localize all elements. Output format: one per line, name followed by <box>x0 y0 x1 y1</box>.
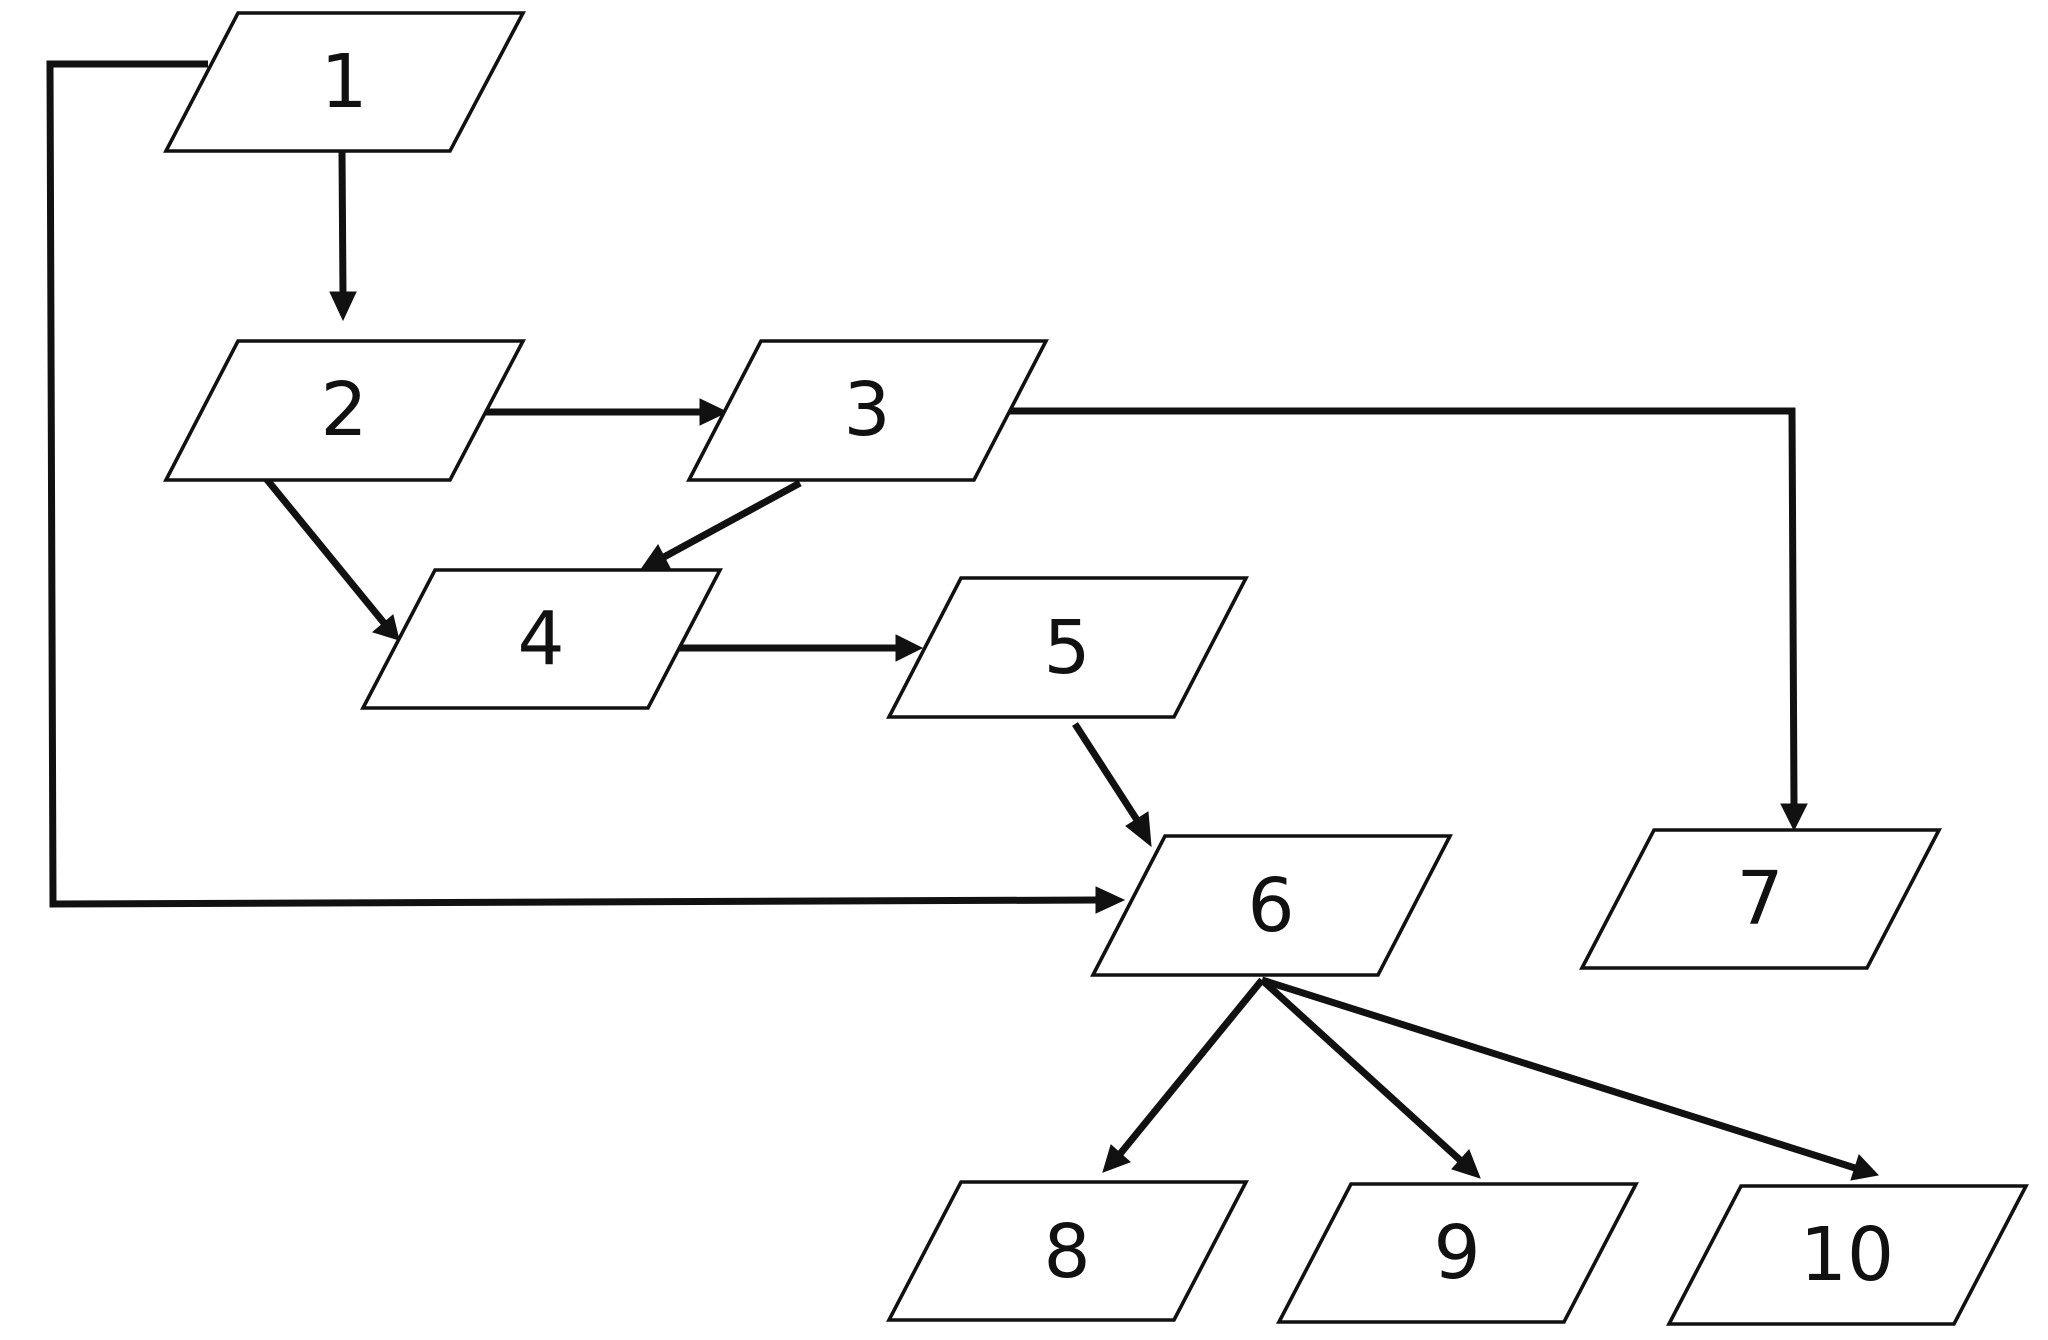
node-7-shape <box>1579 828 1942 970</box>
node-3-label: 3 <box>843 367 890 453</box>
edge-1-to-2 <box>329 151 357 322</box>
node-8-label: 8 <box>1043 1209 1090 1295</box>
node-7[interactable]: 7 <box>1579 828 1942 970</box>
node-5-shape <box>886 576 1249 719</box>
node-4-shape <box>360 568 723 710</box>
edge-6-to-9 <box>1259 977 1481 1179</box>
node-8[interactable]: 8 <box>886 1180 1249 1322</box>
node-3-shape <box>686 339 1049 482</box>
node-2[interactable]: 2 <box>163 339 526 482</box>
node-5[interactable]: 5 <box>886 576 1249 719</box>
edge-1-to-6 <box>46 60 1126 914</box>
edge-3-to-7 <box>1010 407 1808 832</box>
node-10[interactable]: 10 <box>1666 1184 2029 1326</box>
node-1[interactable]: 1 <box>163 11 526 153</box>
node-3[interactable]: 3 <box>686 339 1049 482</box>
node-5-label: 5 <box>1043 605 1090 691</box>
node-2-label: 2 <box>320 367 367 453</box>
node-10-shape <box>1666 1184 2029 1326</box>
edge-6-to-8 <box>1102 977 1265 1173</box>
node-4[interactable]: 4 <box>360 568 723 710</box>
node-10-label: 10 <box>1800 1212 1894 1298</box>
edge-2-to-4 <box>261 473 400 641</box>
node-2-shape <box>163 339 526 482</box>
edge-2-to-3 <box>486 398 729 426</box>
node-6[interactable]: 6 <box>1090 834 1453 977</box>
node-7-label: 7 <box>1736 856 1783 942</box>
node-9-shape <box>1276 1182 1639 1324</box>
node-6-shape <box>1090 834 1453 977</box>
node-4-label: 4 <box>517 596 564 682</box>
node-9[interactable]: 9 <box>1276 1182 1639 1324</box>
nodes-layer: 1 2 3 4 5 6 7 8 <box>163 11 2029 1326</box>
edge-3-to-4 <box>641 479 802 569</box>
edge-6-to-10 <box>1260 976 1879 1181</box>
node-1-shape <box>163 11 526 153</box>
edges-layer <box>46 60 1879 1181</box>
node-9-label: 9 <box>1433 1210 1480 1296</box>
node-8-shape <box>886 1180 1249 1322</box>
edge-5-to-6 <box>1072 722 1152 848</box>
node-6-label: 6 <box>1247 863 1294 949</box>
edge-4-to-5 <box>678 634 924 662</box>
node-1-label: 1 <box>320 39 367 125</box>
